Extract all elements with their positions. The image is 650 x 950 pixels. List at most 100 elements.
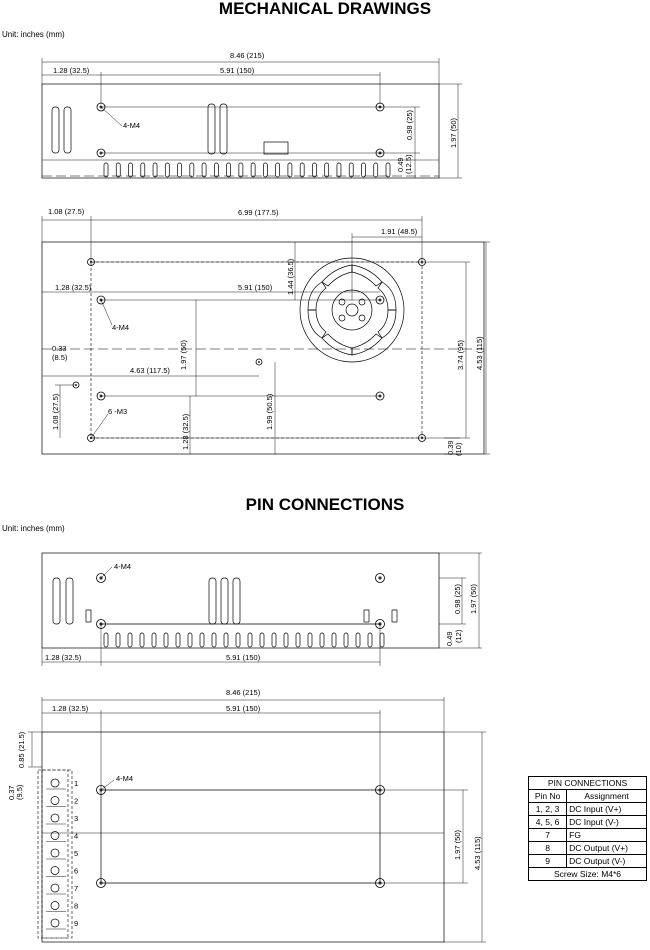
fin [103, 162, 109, 178]
low-b-label: 1.99 (50.5) [265, 393, 274, 430]
spacing-label: 5.91 (150) [220, 66, 255, 75]
pin-assignment: FG [566, 828, 647, 842]
side-a-label: 1.08 (27.5) [51, 393, 60, 430]
bottom-view: 8.46 (215) 1.28 (32.5) 5.91 (150) 0.85 (… [7, 688, 486, 943]
small-a-label: 0.33 [52, 344, 67, 353]
pin-terminal [50, 883, 60, 893]
fin [103, 632, 109, 648]
pin-number: 9 [527, 854, 568, 868]
base-mm-label-3: (12) [454, 629, 463, 643]
fin [164, 162, 170, 178]
fin [151, 632, 157, 648]
pin-assignment: DC Input (V-) [566, 815, 647, 829]
pin-terminal [50, 778, 60, 788]
low-a-label: 1.28 (32.5) [181, 413, 190, 450]
pin-assignment: DC Input (V+) [566, 802, 647, 816]
table-row: 9 DC Output (V-) [527, 854, 647, 868]
top-offset-label-4: 0.85 (21.5) [17, 731, 26, 768]
pin-number: 4, 5, 6 [527, 815, 568, 829]
pin-number-label: 6 [74, 867, 78, 876]
screw-label: 4-M4 [123, 121, 140, 130]
fin [223, 632, 229, 648]
terminal-fins-2 [103, 632, 385, 648]
screw-label-2: 4-M4 [112, 323, 129, 332]
pin-number: 7 [527, 828, 568, 842]
screw-size-note: Screw Size: M4*6 [528, 867, 647, 881]
fin [355, 632, 361, 648]
pitch-label: 0.37 [7, 785, 16, 800]
side-view-2: 1.97 (50) 0.98 (25) 0.49 (12) 4-M4 1.28 … [41, 552, 482, 666]
fin [263, 162, 268, 178]
fin [235, 632, 241, 648]
fin [213, 162, 219, 178]
fin [287, 162, 293, 178]
total-label-4: 4.53 (115) [473, 836, 482, 870]
base-label: 0.49 [396, 157, 405, 172]
fin [127, 632, 133, 648]
fin [343, 632, 349, 648]
fin [140, 162, 146, 178]
offset-label-4: 1.28 (32.5) [52, 704, 89, 713]
top-view-outline [41, 241, 485, 455]
inner-height-label: 3.74 (95) [456, 339, 465, 370]
fan-grille [299, 257, 405, 363]
base-mm-label: (12.5) [404, 154, 413, 174]
fin [163, 632, 169, 648]
fin [201, 162, 207, 178]
fin [283, 632, 289, 648]
top-offset-label: 1.44 (36.5) [286, 258, 295, 295]
mid-offset-label: 4.63 (117.5) [130, 366, 170, 375]
fin [238, 162, 244, 178]
base-label-2: 0.39 [446, 440, 455, 455]
hole-height-label: 0.98 (25) [405, 109, 414, 140]
pin-terminal [50, 831, 60, 840]
fin [379, 632, 385, 648]
bottom-view-outline [41, 731, 445, 943]
screw-label-4: 4-M4 [116, 774, 133, 783]
screw-m3-label: 6 -M3 [108, 407, 127, 416]
table-row: 8 DC Output (V+) [527, 841, 647, 855]
fin [115, 632, 121, 648]
base-label-3: 0.49 [445, 631, 454, 646]
pin-connections-heading: PIN CONNECTIONS [245, 495, 405, 514]
pin-number-label: 4 [74, 832, 78, 841]
pin-terminal [50, 848, 60, 858]
span-label: 6.99 (177.5) [238, 208, 279, 217]
base-mm-label-2: (10) [454, 442, 463, 456]
pin-table-title: PIN CONNECTIONS [528, 776, 647, 790]
pin-number-label: 2 [74, 797, 78, 806]
fin [324, 162, 330, 178]
pin-assignment: DC Output (V-) [566, 854, 647, 868]
fin [259, 632, 265, 648]
small-a-mm-label: (8.5) [52, 353, 68, 362]
pin-number-label: 5 [74, 849, 78, 858]
fin [177, 162, 182, 178]
fin [211, 632, 217, 648]
vert-mid-label: 1.97 (50) [179, 339, 188, 370]
pin-table-header-assign: Assignment [566, 789, 647, 803]
total-height-label: 4.53 (115) [475, 336, 484, 370]
pin-number-label: 1 [74, 779, 78, 788]
fin [128, 162, 133, 178]
side-view-1: 8.46 (215) 1.28 (32.5) 5.91 (150) 4-M4 1… [41, 51, 462, 179]
pin-terminal [50, 813, 60, 823]
fin [247, 632, 253, 648]
side-view-1-outline [41, 83, 440, 179]
terminal-block [37, 769, 73, 939]
pin-table-header-pin: Pin No [527, 789, 568, 803]
pitch-mm-label: (9.5) [15, 784, 24, 800]
offset-label: 1.28 (32.5) [53, 66, 90, 75]
fin [271, 632, 277, 648]
table-row: 7 FG [527, 828, 647, 842]
fin [307, 632, 313, 648]
pin-number-label: 9 [74, 919, 78, 928]
fin [226, 162, 231, 178]
pin-terminal [50, 796, 60, 805]
spacing-label-2: 5.91 (150) [238, 283, 273, 292]
pin-number-label: 7 [74, 884, 78, 893]
table-row: 4, 5, 6 DC Input (V-) [527, 815, 647, 829]
fin [361, 162, 366, 178]
fin [336, 162, 342, 178]
